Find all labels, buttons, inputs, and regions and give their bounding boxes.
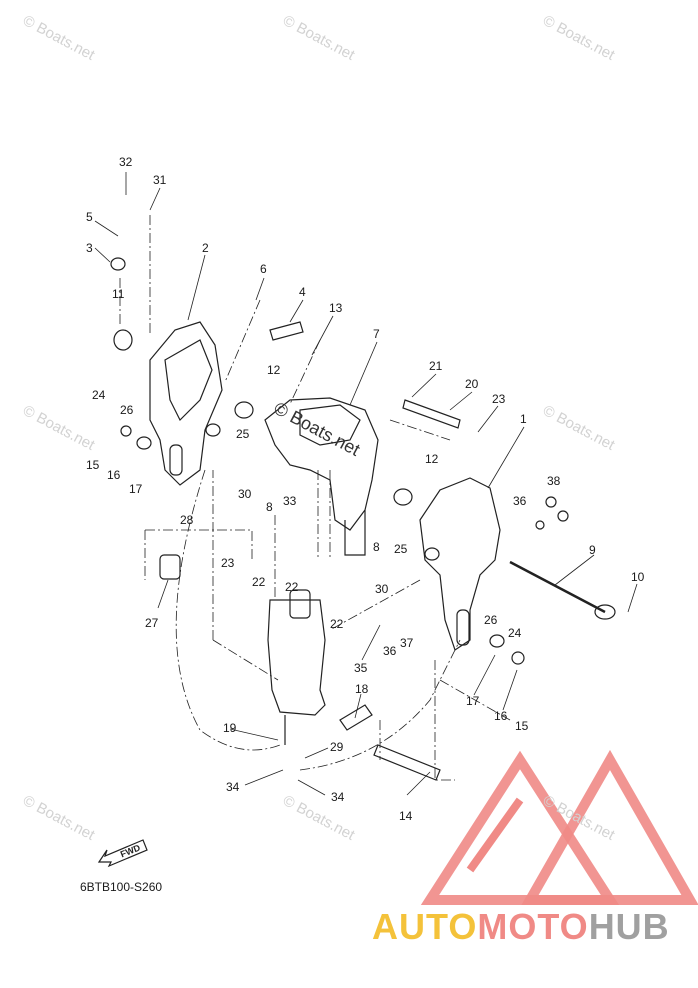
- left-clamp-bracket: [149, 321, 223, 486]
- callout: 37: [400, 636, 414, 650]
- callout: 12: [267, 363, 281, 377]
- callout: 32: [119, 155, 133, 169]
- callout: 1: [520, 412, 527, 426]
- callout: 30: [238, 487, 252, 501]
- callout: 26: [120, 403, 134, 417]
- callout: 13: [329, 301, 343, 315]
- callout: 9: [589, 543, 596, 557]
- brand-logo-mark: [420, 749, 698, 905]
- callout: 20: [465, 377, 479, 391]
- callout: 26: [484, 613, 498, 627]
- callout: 22: [285, 580, 299, 594]
- callout: 29: [330, 740, 344, 754]
- callout: 8: [373, 540, 380, 554]
- callout: 5: [86, 210, 93, 224]
- callout: 14: [399, 809, 413, 823]
- fwd-arrow-icon: [97, 839, 148, 868]
- callout: 8: [266, 500, 273, 514]
- callout: 15: [515, 719, 529, 733]
- callout: 3: [86, 241, 93, 255]
- callout: 17: [466, 694, 480, 708]
- brand-wordmark: AUTOMOTOHUB: [372, 906, 670, 948]
- callout: 28: [180, 513, 194, 527]
- brand-part-moto: MOTO: [477, 906, 589, 947]
- callout: 11: [112, 287, 125, 301]
- callout: 6: [260, 262, 267, 276]
- callout: 30: [375, 582, 389, 596]
- tilt-cylinder: [267, 599, 326, 716]
- brand-part-hub: HUB: [588, 906, 670, 947]
- callout: 18: [355, 682, 369, 696]
- callout: 27: [145, 616, 159, 630]
- callout: 7: [373, 327, 380, 341]
- callout: 34: [226, 780, 240, 794]
- callout: 12: [425, 452, 439, 466]
- callout: 33: [283, 494, 297, 508]
- part-code: 6BTB100-S260: [80, 880, 163, 894]
- callout: 22: [330, 617, 344, 631]
- callout: 25: [394, 542, 408, 556]
- callout: 36: [513, 494, 527, 508]
- callout: 36: [383, 644, 397, 658]
- callout: 16: [107, 468, 121, 482]
- callout: 24: [508, 626, 522, 640]
- swivel-bracket: [264, 397, 379, 531]
- callout: 31: [153, 173, 167, 187]
- callout: 16: [494, 709, 508, 723]
- callout: 34: [331, 790, 345, 804]
- callout: 22: [252, 575, 266, 589]
- callout: 38: [547, 474, 561, 488]
- callout: 25: [236, 427, 250, 441]
- callout: 35: [354, 661, 368, 675]
- callout: 15: [86, 458, 100, 472]
- callout: 19: [223, 721, 237, 735]
- callout: 23: [221, 556, 235, 570]
- brand-part-auto: AUTO: [372, 906, 478, 947]
- callout: 21: [429, 359, 443, 373]
- callout: 4: [299, 285, 306, 299]
- tilt-shaft: [509, 560, 606, 614]
- callout: 2: [202, 241, 209, 255]
- callout: 10: [631, 570, 645, 584]
- right-clamp-bracket: [419, 477, 501, 651]
- callout: 23: [492, 392, 506, 406]
- callout: 17: [129, 482, 143, 496]
- callout: 24: [92, 388, 106, 402]
